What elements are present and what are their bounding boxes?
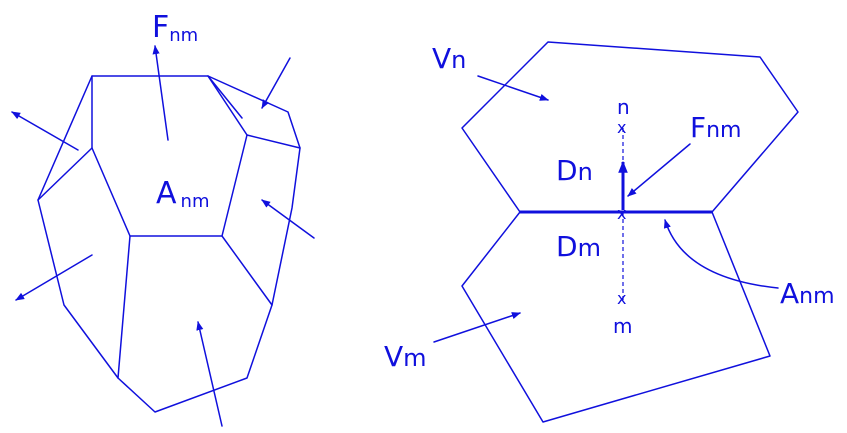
- polyhedron-outline: [37, 75, 301, 413]
- interface-midpoint-marker: x: [617, 204, 626, 223]
- cell-n-outline: [461, 41, 799, 213]
- right-pointer-arrows: [433, 75, 779, 343]
- cells-diagram: x x x: [461, 41, 799, 423]
- point-m-label: m: [613, 314, 632, 338]
- left-flux-label: Fnm: [152, 10, 198, 46]
- flux-right-arrow: [261, 199, 315, 239]
- left-flux-arrows: [11, 45, 315, 427]
- flux-up-arrow: [152, 45, 169, 141]
- cell-m-outline: [461, 211, 771, 423]
- point-n-label: n: [617, 95, 630, 119]
- vm-pointer-arrow: [433, 312, 521, 343]
- centroid-n-marker: x: [617, 118, 626, 137]
- left-face-edges: [37, 147, 131, 379]
- right-face-edges: [207, 75, 301, 306]
- flux-topright-arrow: [261, 57, 291, 109]
- polyhedron-control-volume: [37, 75, 301, 413]
- centroid-m-marker: x: [617, 289, 626, 308]
- flux-left-arrow: [11, 111, 79, 151]
- dist-m-label: Dm: [556, 230, 601, 263]
- right-area-label: Anm: [780, 277, 835, 310]
- fnm-pointer-arrow: [627, 143, 691, 197]
- face-anm-outline: [91, 75, 248, 237]
- anm-pointer-arrow: [663, 219, 779, 289]
- flux-lowerleft-arrow: [15, 254, 93, 301]
- cell-n-label: Vn: [432, 42, 466, 75]
- vn-pointer-arrow: [477, 75, 549, 101]
- cell-m-label: Vm: [384, 340, 427, 373]
- right-flux-label: Fnm: [690, 111, 741, 144]
- flux-bottom-arrow: [196, 321, 223, 427]
- dist-n-label: Dn: [556, 154, 593, 187]
